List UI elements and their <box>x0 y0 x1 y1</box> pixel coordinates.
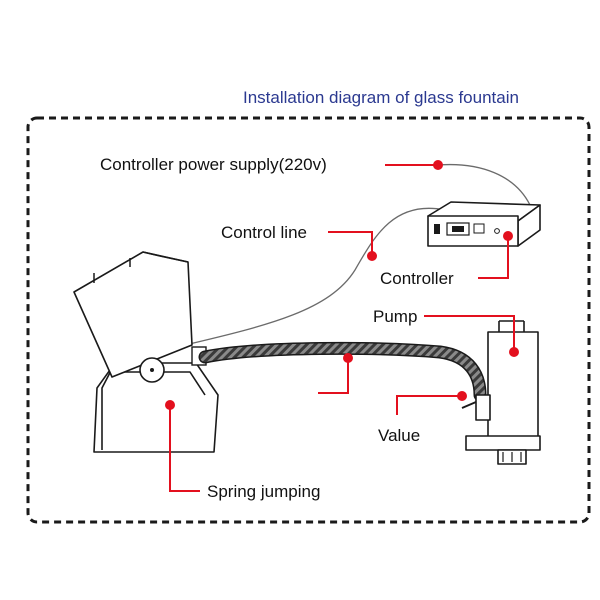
leader-power-supply <box>385 160 443 170</box>
label-control-line: Control line <box>221 223 307 242</box>
label-pump: Pump <box>373 307 417 326</box>
label-spring-jumping: Spring jumping <box>207 482 320 501</box>
leader-pump <box>424 315 519 357</box>
spring-jumping-nozzle <box>73 251 219 453</box>
leader-controller <box>478 231 513 279</box>
leader-hose <box>318 353 353 394</box>
power-cable <box>437 163 531 206</box>
dashed-frame <box>26 116 591 524</box>
label-controller: Controller <box>380 269 454 288</box>
leader-spring-jumping <box>165 400 200 492</box>
leader-value <box>396 391 467 415</box>
controller-box <box>427 201 541 247</box>
control-line-cable <box>184 207 446 346</box>
label-power-supply: Controller power supply(220v) <box>100 155 327 174</box>
label-value: Value <box>378 426 420 445</box>
diagram-title: Installation diagram of glass fountain <box>243 88 519 107</box>
leader-control-line <box>328 231 377 261</box>
